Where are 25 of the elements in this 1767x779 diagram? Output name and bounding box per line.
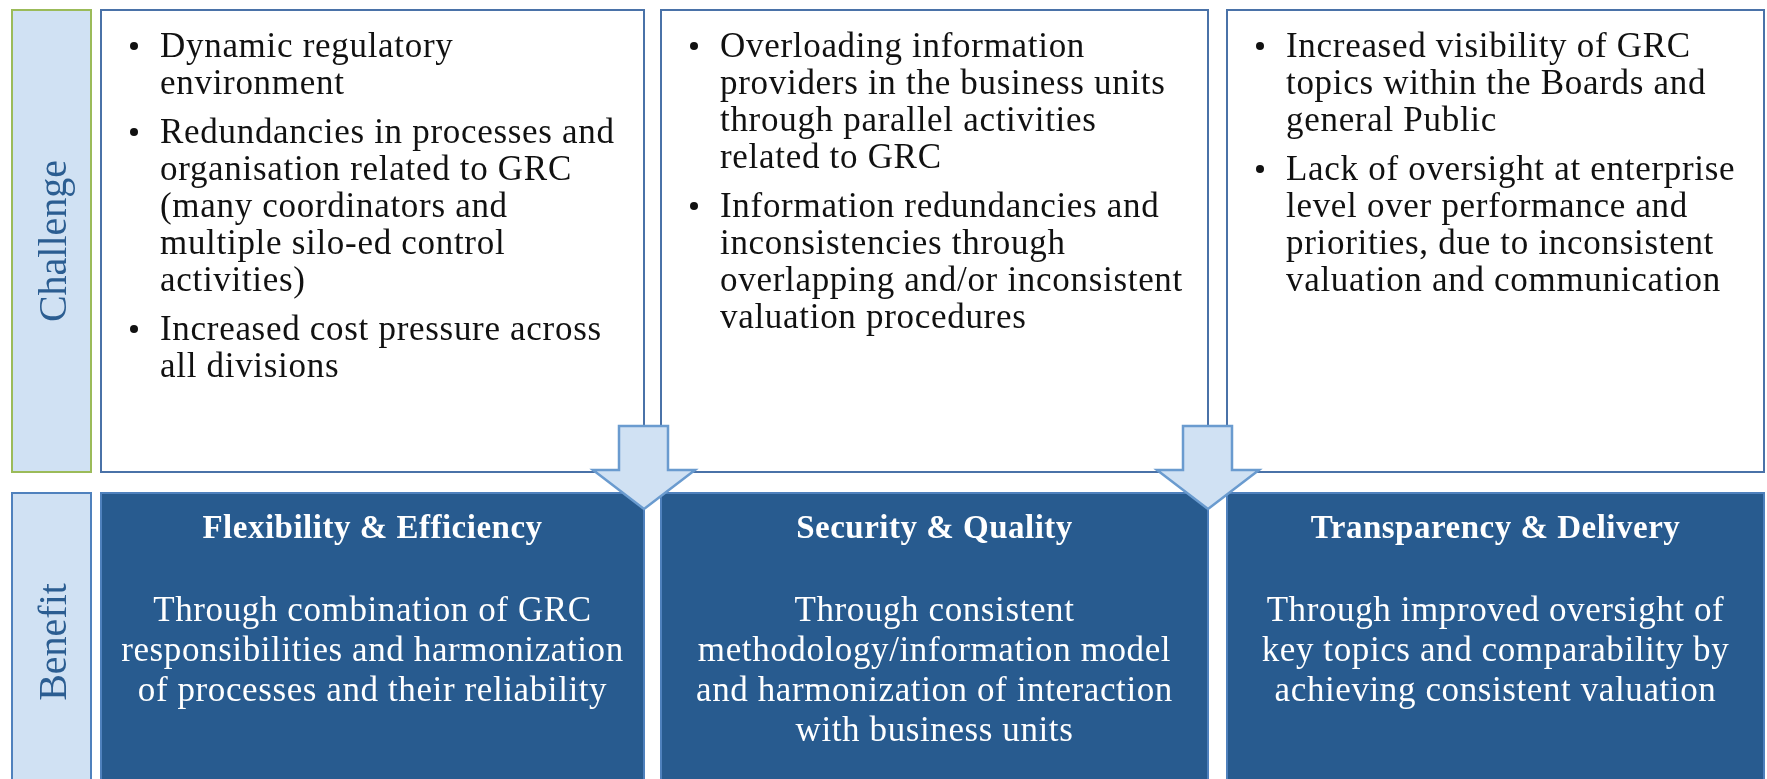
bullet-text: Redundancies in processes and organisation related to GRC (many coordinators and multiple silo-ed control activities): [160, 113, 616, 298]
bullet-text: Lack of oversight at enterprise level over performance and priorities, due to inconsistent valuation and communication: [1286, 150, 1737, 298]
benefit-heading: Security & Quality: [795, 508, 1074, 546]
row-label: Challenge: [28, 159, 75, 323]
benefit-description: Through improved oversight of key topics and comparability by achieving consistent valuation: [1260, 590, 1731, 710]
benefit-heading: Flexibility & Efficiency: [201, 508, 544, 546]
block-arrow: [1153, 424, 1263, 511]
benefit-box: [660, 492, 1209, 779]
benefit-description: Through combination of GRC responsibilities and harmonization of processes and their reliability: [120, 590, 625, 710]
bullet-text: Dynamic regulatory environment: [160, 27, 455, 101]
challenge-box: [100, 9, 645, 473]
bullet-text: Increased cost pressure across all divisions: [160, 310, 603, 384]
benefit-box: [1226, 492, 1765, 779]
benefit-box: [100, 492, 645, 779]
row-label-band: [11, 9, 92, 473]
bullet-text: Overloading information providers in the business units through parallel activities related to GRC: [720, 27, 1167, 175]
bullet-text: Increased visibility of GRC topics within the Boards and general Public: [1286, 27, 1708, 138]
row-label: Benefit: [28, 583, 75, 701]
row-label-band: [11, 492, 92, 779]
challenge-box: [660, 9, 1209, 473]
bullet-text: Information redundancies and inconsistencies through overlapping and/or inconsistent valuation procedures: [720, 187, 1184, 335]
challenge-box: [1226, 9, 1765, 473]
benefit-description: Through consistent methodology/information model and harmonization of interaction with business units: [695, 590, 1174, 750]
block-arrow: [589, 424, 699, 511]
benefit-heading: Transparency & Delivery: [1309, 508, 1682, 546]
